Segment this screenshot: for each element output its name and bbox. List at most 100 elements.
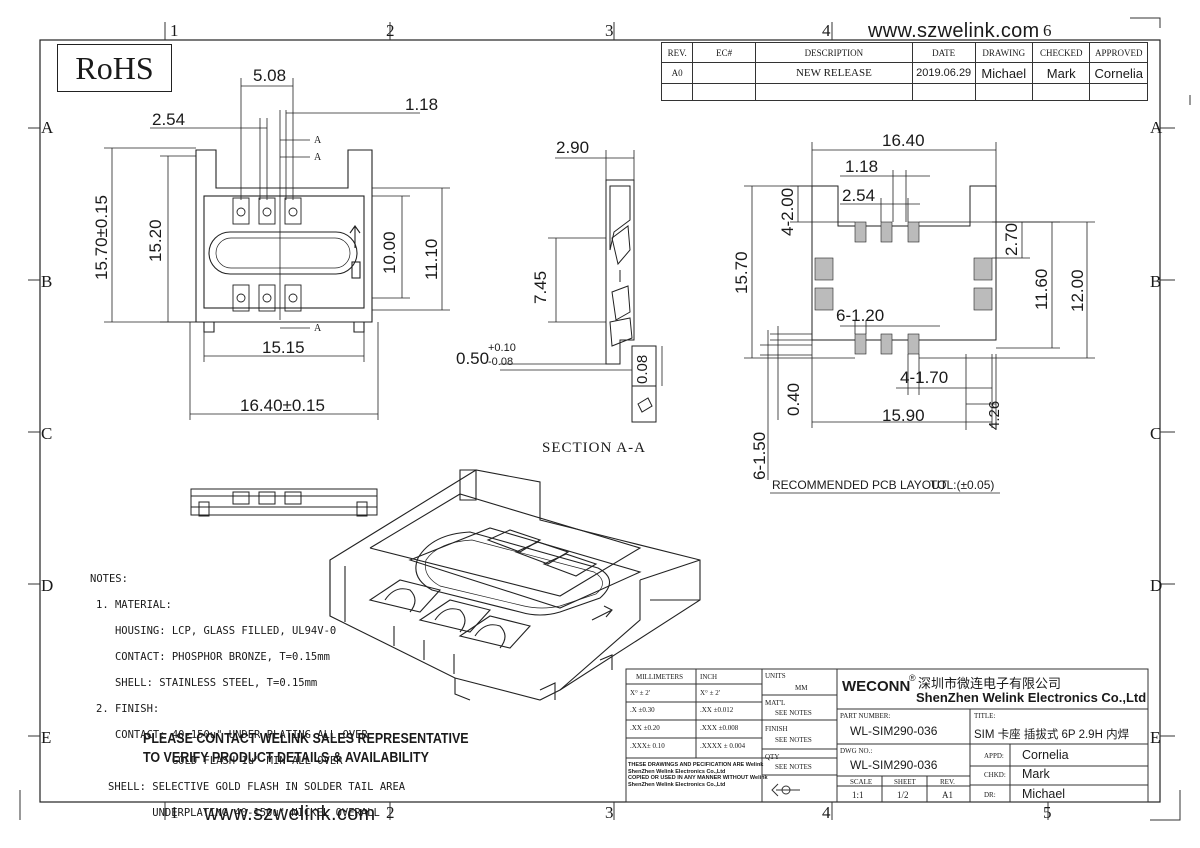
dim-0-50-tol-plus: +0.10 bbox=[488, 342, 516, 354]
company-name-cn: 深圳市微连电子有限公司 bbox=[918, 676, 1062, 691]
notes-line-5: 2. FINISH: bbox=[96, 703, 160, 715]
notes-line-3: CONTACT: PHOSPHOR BRONZE, T=0.15mm bbox=[96, 651, 330, 663]
website-url-top[interactable]: www.szwelink.com bbox=[868, 20, 1040, 42]
tb-qty-value: SEE NOTES bbox=[775, 763, 812, 771]
dim-15-15: 15.15 bbox=[262, 338, 305, 357]
sheet-value: 1/2 bbox=[897, 790, 909, 800]
rev-value: A1 bbox=[942, 790, 953, 800]
zone-label-c-right: C bbox=[1150, 424, 1162, 443]
notes-block: NOTES: 1. MATERIAL: HOUSING: LCP, GLASS … bbox=[90, 560, 405, 833]
pcb-dim-1-18: 1.18 bbox=[845, 157, 879, 176]
notes-line-1: 1. MATERIAL: bbox=[96, 599, 172, 611]
part-number-value: WL-SIM290-036 bbox=[850, 724, 938, 738]
chkd-label: CHKD: bbox=[984, 771, 1006, 779]
zone-label-a-right: A bbox=[1150, 118, 1163, 137]
tb-tol-mm-4: .XXX± 0.10 bbox=[630, 742, 665, 750]
zone-label-d-right: D bbox=[1150, 576, 1163, 595]
rev-label: REV. bbox=[940, 778, 955, 786]
tb-tol-mm-1: X° ± 2' bbox=[630, 689, 650, 697]
sheet-label: SHEET bbox=[894, 778, 916, 786]
zone-label-b-right: B bbox=[1150, 272, 1162, 291]
chkd-value: Mark bbox=[1022, 767, 1050, 781]
tb-matl-value: SEE NOTES bbox=[775, 709, 812, 717]
tb-qty-label: QTY bbox=[765, 753, 780, 761]
tb-tol-mm-2: .X ±0.30 bbox=[630, 706, 655, 714]
rev-cell-checked: Mark bbox=[1032, 62, 1091, 84]
zone-label-a-left: A bbox=[41, 118, 54, 137]
section-a-a-label: SECTION A-A bbox=[542, 440, 646, 456]
title-value: SIM 卡座 插拔式 6P 2.9H 内焊 bbox=[974, 729, 1130, 741]
contact-note-line-2: TO VERIFY PRODUCT DETAILS & AVAILABILITY bbox=[143, 750, 429, 766]
dwg-no-value: WL-SIM290-036 bbox=[850, 758, 938, 772]
rohs-mark: RoHS bbox=[57, 44, 172, 92]
zone-label-2-bottom: 2 bbox=[386, 803, 395, 822]
notes-line-6: CONTACT: 40-150u" UNDER PLATING ALL OVER bbox=[96, 729, 368, 741]
tb-units-value: MM bbox=[795, 684, 808, 692]
contact-note: PLEASE CONTACT WELINK SALES REPRESENTATI… bbox=[143, 730, 469, 768]
zone-label-5-bottom: 5 bbox=[1043, 803, 1052, 822]
dwg-no-label: DWG NO.: bbox=[840, 747, 873, 755]
dim-16-40: 16.40±0.15 bbox=[240, 396, 325, 415]
dim-5-08: 5.08 bbox=[253, 66, 287, 85]
registered-mark: ® bbox=[909, 673, 916, 683]
company-name-en: ShenZhen Welink Electronics Co.,Ltd bbox=[916, 690, 1147, 705]
dim-0-50-tol-minus: -0.08 bbox=[488, 356, 514, 368]
tb-inch: INCH bbox=[700, 673, 718, 681]
zone-label-e-right: E bbox=[1150, 728, 1161, 747]
company-brand: WECONN bbox=[842, 678, 911, 695]
section-mark-a-1: A bbox=[314, 135, 322, 146]
zone-label-d-left: D bbox=[41, 576, 54, 595]
zone-label-e-left: E bbox=[41, 728, 52, 747]
pcb-layout-caption: RECOMMENDED PCB LAYOUT bbox=[772, 478, 948, 492]
title-label: TITLE: bbox=[974, 712, 996, 720]
revision-table: REV. EC# DESCRIPTION DATE DRAWING CHECKE… bbox=[660, 42, 1148, 101]
scale-label: SCALE bbox=[850, 778, 873, 786]
pcb-layout-tolerance: TOL:(±0.05) bbox=[930, 478, 995, 492]
tb-finish-value: SEE NOTES bbox=[775, 736, 812, 744]
tb-tol-in-3: .XXX ±0.008 bbox=[700, 724, 739, 732]
tb-disclaimer-line-3: COPIED OR USED IN ANY MANNER WITHOUT Wel… bbox=[628, 775, 768, 781]
dim-2-54: 2.54 bbox=[152, 110, 186, 129]
website-url-bottom[interactable]: www.szwelink.com bbox=[204, 803, 376, 825]
tb-matl-label: MAT'L bbox=[765, 699, 786, 707]
zone-label-3-top: 3 bbox=[605, 21, 614, 40]
tb-units-label: UNITS bbox=[765, 672, 786, 680]
pcb-dim-2-54: 2.54 bbox=[842, 186, 876, 205]
notes-line-9: UNDERPLATING 40-150u" NICKEL OVERALL bbox=[108, 807, 380, 819]
contact-note-line-1: PLEASE CONTACT WELINK SALES REPRESENTATI… bbox=[143, 731, 469, 747]
scale-value: 1:1 bbox=[852, 790, 864, 800]
notes-line-4: SHELL: STAINLESS STEEL, T=0.15mm bbox=[96, 677, 318, 689]
tb-finish-label: FINISH bbox=[765, 725, 788, 733]
zone-label-4-top: 4 bbox=[822, 21, 831, 40]
appd-value: Cornelia bbox=[1022, 748, 1069, 762]
notes-header: NOTES: bbox=[90, 573, 128, 585]
dim-0-50: 0.50 bbox=[456, 349, 490, 368]
dim-2-90: 2.90 bbox=[556, 138, 590, 157]
zone-label-1-top: 1 bbox=[170, 21, 179, 40]
rev-cell-approved: Cornelia bbox=[1089, 62, 1148, 84]
tb-millimeters: MILLIMETERS bbox=[636, 673, 684, 681]
pcb-dim-6-1-20: 6-1.20 bbox=[836, 306, 885, 325]
tb-tol-in-4: .XXXX ± 0.004 bbox=[700, 742, 746, 750]
tb-disclaimer-line-2: ShenZhen Welink Electronics Co.,Ltd bbox=[628, 768, 726, 775]
tb-tol-in-1: X° ± 2' bbox=[700, 689, 720, 697]
pcb-dim-4-1-70: 4-1.70 bbox=[900, 368, 949, 387]
section-mark-a-2: A bbox=[314, 152, 322, 163]
tb-disclaimer-line-4: ShenZhen Welink Electronics Co.,Ltd bbox=[628, 781, 726, 788]
zone-label-3-bottom: 3 bbox=[605, 803, 614, 822]
zone-label-4-bottom: 4 bbox=[822, 803, 831, 822]
tb-disclaimer: THESE DRAWINGS AND PECIFICATION ARE Weli… bbox=[628, 762, 768, 788]
notes-line-8: SHELL: SELECTIVE GOLD FLASH IN SOLDER TA… bbox=[108, 781, 406, 793]
dr-value: Michael bbox=[1022, 787, 1066, 801]
notes-line-7: GOLD FLASH 1u" MIN ALL OVER bbox=[96, 755, 343, 767]
pcb-dim-15-90: 15.90 bbox=[882, 406, 925, 425]
part-number-label: PART NUMBER: bbox=[840, 712, 891, 720]
zone-label-c-left: C bbox=[41, 424, 53, 443]
appd-label: APPD: bbox=[984, 752, 1004, 760]
tb-tol-mm-3: .XX ±0.20 bbox=[630, 724, 660, 732]
